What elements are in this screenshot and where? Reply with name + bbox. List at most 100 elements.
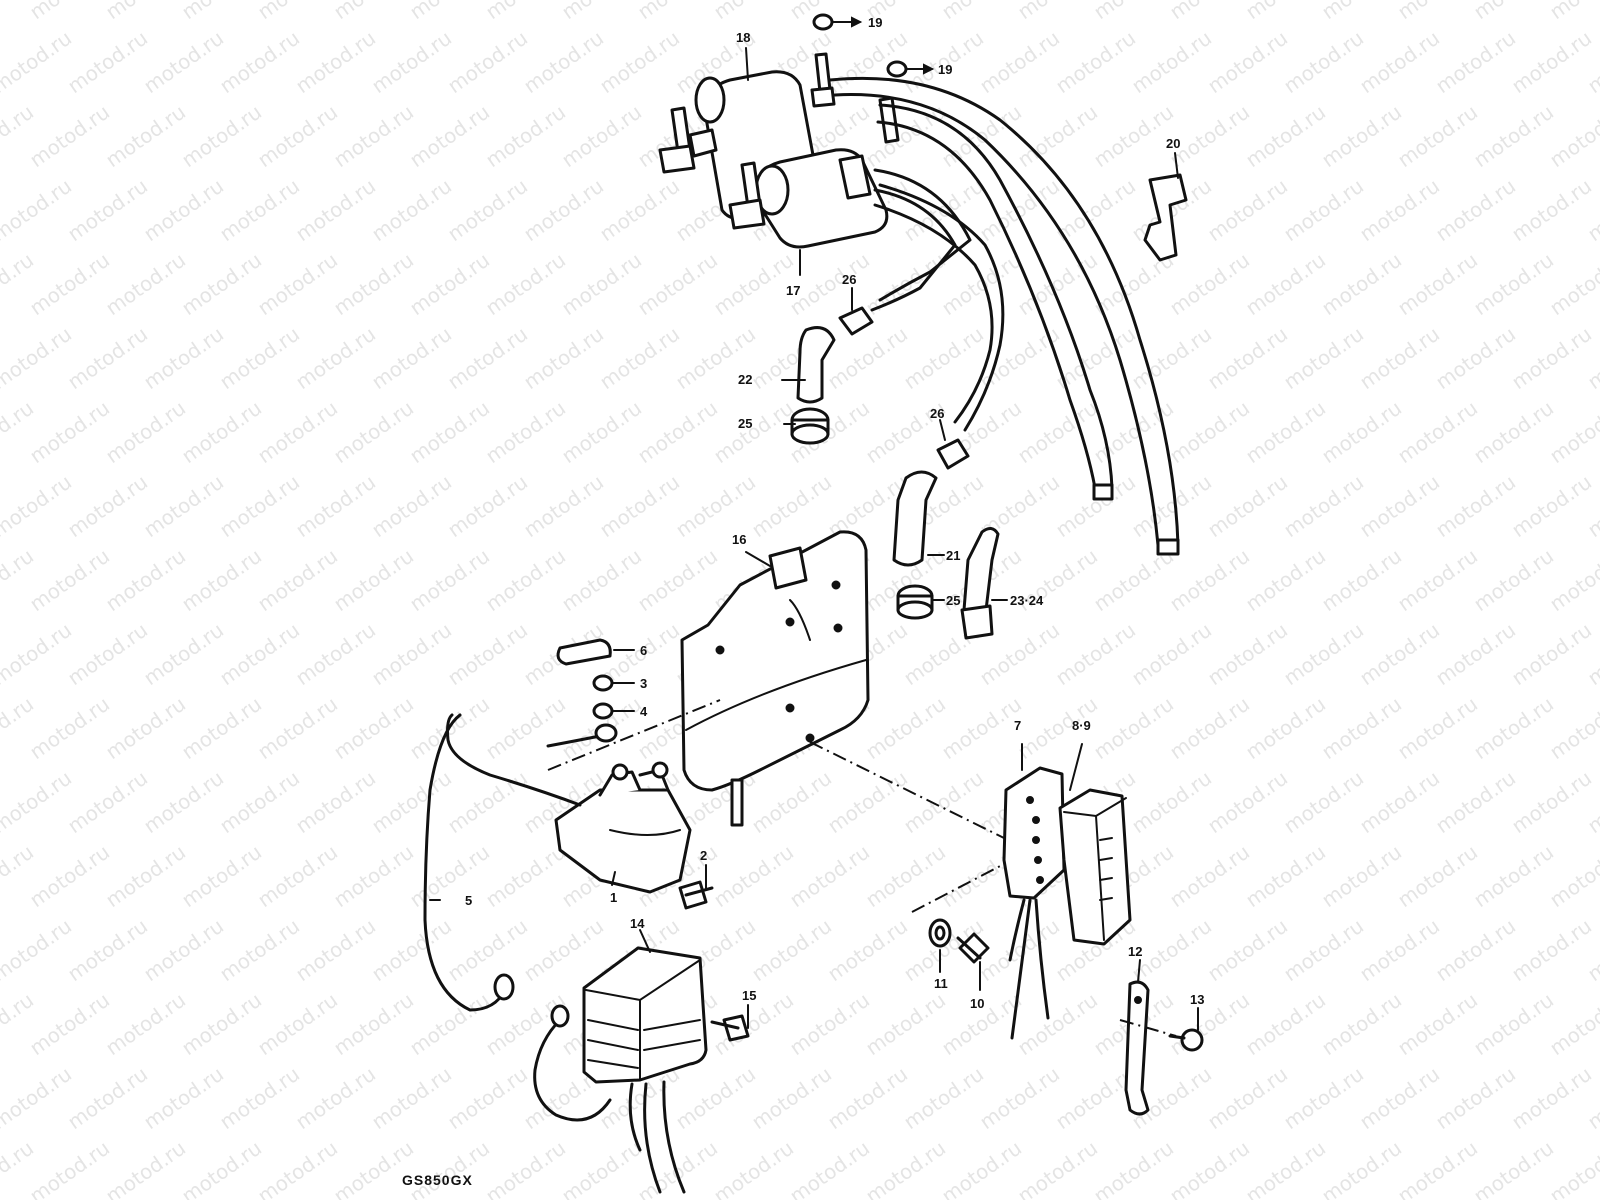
watermark-text: motod.ru — [367, 174, 456, 246]
watermark-text: motod.ru — [1355, 26, 1444, 98]
callout-5: 5 — [465, 893, 472, 908]
watermark-text: motod.ru — [1089, 692, 1178, 764]
watermark-text: motod.ru — [1279, 618, 1368, 690]
watermark-text: motod.ru — [443, 914, 532, 986]
watermark-text: motod.ru — [253, 100, 342, 172]
watermark-text: motod.ru — [481, 544, 570, 616]
watermark-text: motod.ru — [1393, 988, 1482, 1060]
watermark-text: motod.ru — [405, 840, 494, 912]
watermark-text: motod.ru — [1317, 988, 1406, 1060]
watermark-text: motod.ru — [709, 396, 798, 468]
callout-14: 14 — [630, 916, 645, 931]
watermark-text: motod.ru — [671, 470, 760, 542]
watermark-text: motod.ru — [1469, 544, 1558, 616]
watermark-text: motod.ru — [1203, 26, 1292, 98]
watermark-text: motod.ru — [481, 692, 570, 764]
watermark-text: motod.ru — [709, 840, 798, 912]
watermark-text: motod.ru — [1545, 248, 1600, 320]
watermark-text: motod.ru — [329, 396, 418, 468]
watermark-text: motod.ru — [291, 914, 380, 986]
watermark-text: motod.ru — [1013, 988, 1102, 1060]
watermark-text: motod.ru — [1241, 100, 1330, 172]
battery-cable-5 — [423, 713, 618, 1012]
watermark-text: motod.ru — [291, 322, 380, 394]
watermark-text: motod.ru — [1013, 100, 1102, 172]
watermark-text: motod.ru — [139, 914, 228, 986]
watermark-text: motod.ru — [177, 1136, 266, 1200]
watermark-text: motod.ru — [1469, 840, 1558, 912]
watermark-text: motod.ru — [1469, 248, 1558, 320]
watermark-text: motod.ru — [1393, 692, 1482, 764]
watermark-text: motod.ru — [443, 766, 532, 838]
watermark-text: motod.ru — [1507, 470, 1596, 542]
watermark-text: motod.ru — [709, 248, 798, 320]
watermark-text: motod.ru — [1203, 1062, 1292, 1134]
watermark-text: motod.ru — [899, 1062, 988, 1134]
watermark-text: motod.ru — [1431, 766, 1520, 838]
washer-11 — [928, 918, 952, 973]
watermark-text: motod.ru — [481, 396, 570, 468]
watermark-text: motod.ru — [1545, 1136, 1600, 1200]
watermark-text: motod.ru — [823, 914, 912, 986]
watermark-text: motod.ru — [1241, 1136, 1330, 1200]
callout-22: 22 — [738, 372, 752, 387]
callout-labels: 19 19 18 20 17 26 22 25 26 16 21 25 23·2… — [465, 15, 1204, 1011]
watermark-text: motod.ru — [481, 248, 570, 320]
watermark-text: motod.ru — [1469, 1136, 1558, 1200]
watermark-text: motod.ru — [253, 544, 342, 616]
watermark-text: motod.ru — [177, 248, 266, 320]
watermark-text: motod.ru — [0, 174, 76, 246]
watermark-text: motod.ru — [329, 100, 418, 172]
callout-20: 20 — [1166, 136, 1180, 151]
watermark-text: motod.ru — [0, 26, 76, 98]
watermark-text: motod.ru — [139, 618, 228, 690]
watermark-text: motod.ru — [1545, 396, 1600, 468]
bracket-plate-16 — [680, 530, 870, 827]
bolt-13 — [1168, 1007, 1204, 1052]
watermark-text: motod.ru — [291, 26, 380, 98]
watermark-text: motod.ru — [861, 1136, 950, 1200]
callout-26-lower: 26 — [930, 406, 944, 421]
watermark-text: motod.ru — [1051, 26, 1140, 98]
watermark-text: motod.ru — [215, 1062, 304, 1134]
bolt-10 — [956, 932, 990, 991]
watermark-text: motod.ru — [101, 396, 190, 468]
watermark-text: motod.ru — [1279, 174, 1368, 246]
watermark-text: motod.ru — [1507, 618, 1596, 690]
watermark-text: motod.ru — [1051, 618, 1140, 690]
watermark-text: motod.ru — [1317, 692, 1406, 764]
watermark-text: motod.ru — [1507, 914, 1596, 986]
watermark-text: motod.ru — [671, 1062, 760, 1134]
callout-10: 10 — [970, 996, 984, 1011]
watermark-text: motod.ru — [1393, 100, 1482, 172]
callout-13: 13 — [1190, 992, 1204, 1007]
watermark-text: motod.ru — [1279, 322, 1368, 394]
watermark-text: motod.ru — [443, 1062, 532, 1134]
callout-21: 21 — [946, 548, 960, 563]
watermark-text: motod.ru — [861, 692, 950, 764]
callout-19-upper: 19 — [868, 15, 882, 30]
watermark-text: motod.ru — [823, 322, 912, 394]
regulator-rectifier-14 — [533, 946, 708, 1194]
watermark-text: motod.ru — [1355, 1062, 1444, 1134]
watermark-text: motod.ru — [177, 988, 266, 1060]
watermark-text: motod.ru — [1355, 914, 1444, 986]
watermark-text: motod.ru — [975, 174, 1064, 246]
watermark-text: motod.ru — [1241, 840, 1330, 912]
watermark-text: motod.ru — [937, 1136, 1026, 1200]
watermark-text: motod.ru — [177, 396, 266, 468]
watermark-text: motod.ru — [1241, 544, 1330, 616]
watermark-text: motod.ru — [1089, 100, 1178, 172]
watermark-text: motod.ru — [937, 248, 1026, 320]
watermark-text: motod.ru — [1165, 840, 1254, 912]
watermark-text: motod.ru — [0, 914, 76, 986]
watermark-text: motod.ru — [975, 1062, 1064, 1134]
watermark-text: motod.ru — [1317, 544, 1406, 616]
watermark-text: motod.ru — [291, 618, 380, 690]
watermark-text: motod.ru — [1317, 100, 1406, 172]
watermark-text: motod.ru — [405, 1136, 494, 1200]
watermark-text: motod.ru — [519, 26, 608, 98]
watermark-text: motod.ru — [1279, 914, 1368, 986]
watermark-text: motod.ru — [595, 174, 684, 246]
callout-4: 4 — [640, 704, 648, 719]
